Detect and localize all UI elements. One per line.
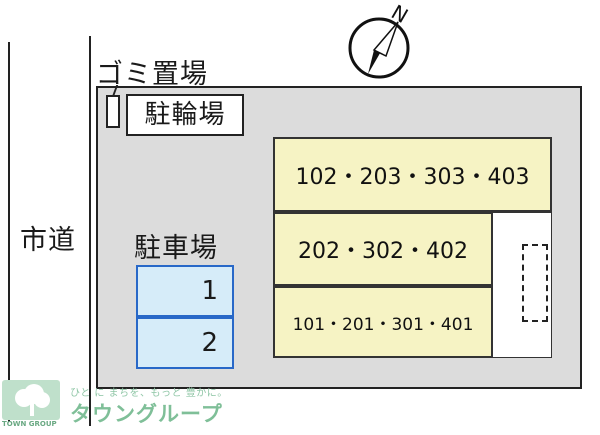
road-label: 市道 (20, 225, 76, 256)
compass-icon: N (348, 2, 412, 79)
parking-stall-2: 2 (136, 317, 234, 369)
road-line-right (89, 36, 91, 426)
bicycle-parking: 駐輪場 (126, 94, 244, 136)
parking-label: 駐車場 (134, 233, 218, 264)
parking-stall-1: 1 (136, 265, 234, 317)
watermark-logo-text: TOWN GROUP (2, 420, 57, 428)
tree-logo-icon (2, 380, 60, 420)
building-units-middle: 202・302・402 (273, 212, 493, 286)
watermark-company: タウングループ (70, 402, 223, 426)
building-units-top: 102・203・303・403 (273, 137, 552, 212)
building-units-bottom: 101・201・301・401 (273, 286, 493, 358)
garbage-area (106, 95, 120, 128)
watermark-caption: ひと に まちを、もっと 豊かに。 (70, 388, 228, 399)
road-line-left (8, 42, 10, 422)
garbage-area-label: ゴミ置場 (96, 59, 208, 90)
dashed-area (522, 244, 548, 322)
